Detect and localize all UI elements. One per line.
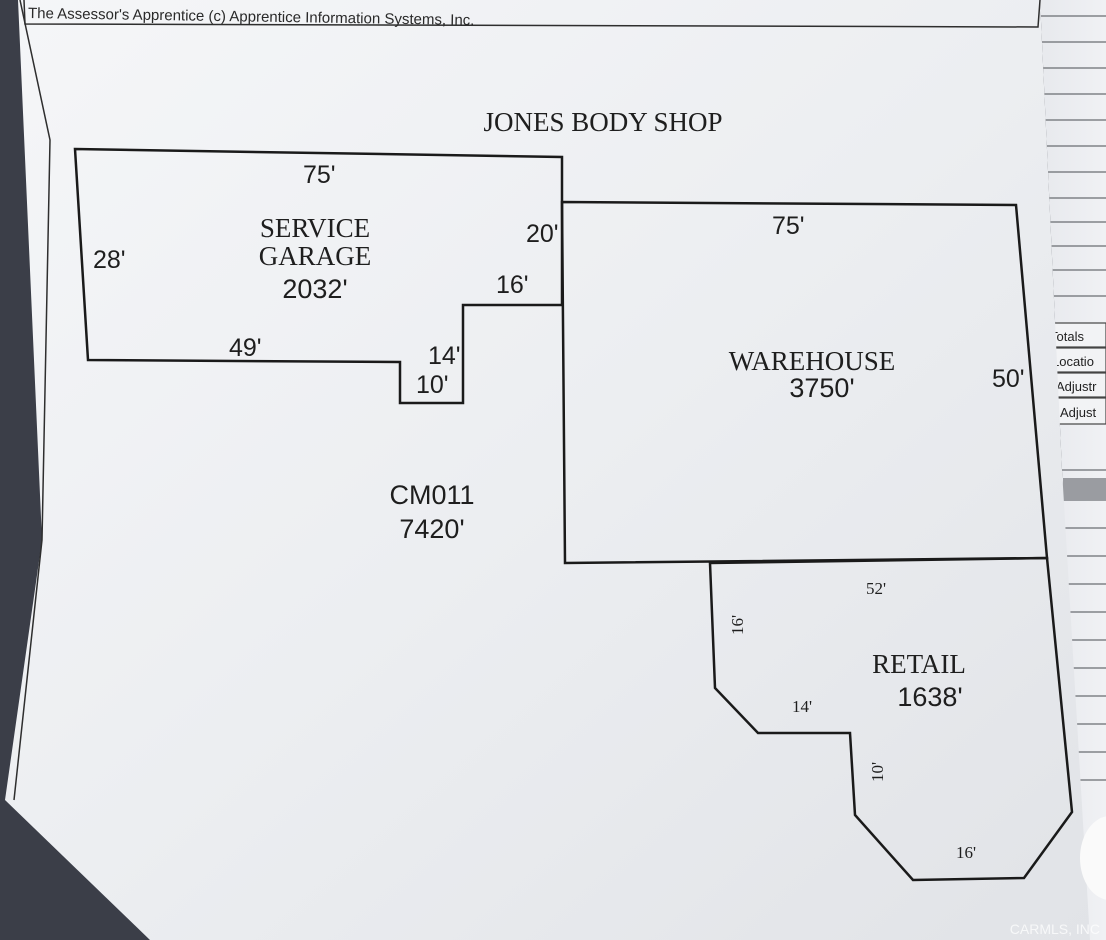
corner-badge xyxy=(1080,816,1106,900)
paper-sheet xyxy=(5,0,1090,940)
back-sheet-shaded-row xyxy=(1063,478,1106,500)
watermark: CARMLS, INC xyxy=(1010,921,1100,937)
dimension-labels: 75' 28' 20' 16' 49' 14' 10' 75' 50' 52' … xyxy=(93,161,1025,862)
service-garage-label-2: GARAGE xyxy=(259,241,372,271)
paper-border xyxy=(13,0,51,801)
retail-area: 1638' xyxy=(897,682,962,712)
dim-notch-side: 14' xyxy=(428,342,461,370)
dim-warehouse-right: 50' xyxy=(992,365,1025,393)
dim-retail-left: 16' xyxy=(728,615,747,635)
dim-notch-bottom: 10' xyxy=(416,371,449,399)
area-labels: SERVICE GARAGE 2032' WAREHOUSE 3750' CM0… xyxy=(259,213,966,712)
side-table-row-adjust-2: Adjust xyxy=(1060,405,1097,420)
building-outlines xyxy=(73,147,1074,882)
service-garage-label-1: SERVICE xyxy=(260,213,370,243)
side-table-row-totals: Totals xyxy=(1050,329,1084,344)
cm011-code: CM011 xyxy=(389,480,474,510)
retail-label: RETAIL xyxy=(872,649,966,679)
warehouse-label: WAREHOUSE xyxy=(729,346,896,376)
sketch-title: JONES BODY SHOP xyxy=(483,107,722,137)
side-table-row-location: Locatio xyxy=(1052,354,1094,369)
dim-retail-top: 52' xyxy=(866,579,886,598)
retail-outline xyxy=(708,556,1074,882)
service-garage-area: 2032' xyxy=(282,274,347,304)
dim-garage-notch-top: 16' xyxy=(496,271,529,299)
dim-retail-drop: 10' xyxy=(868,762,887,782)
side-table-row-adjust-1: Adjustr xyxy=(1056,379,1097,394)
dim-garage-left: 28' xyxy=(93,246,126,274)
dim-garage-top: 75' xyxy=(303,161,336,189)
dim-warehouse-top: 75' xyxy=(772,212,805,240)
dim-retail-step: 14' xyxy=(792,697,812,716)
dim-garage-bottom: 49' xyxy=(229,334,262,362)
cm011-area: 7420' xyxy=(399,514,464,544)
dim-garage-right: 20' xyxy=(526,220,559,248)
header-box xyxy=(23,0,1041,28)
warehouse-area: 3750' xyxy=(789,373,854,403)
dim-retail-bottom: 16' xyxy=(956,843,976,862)
